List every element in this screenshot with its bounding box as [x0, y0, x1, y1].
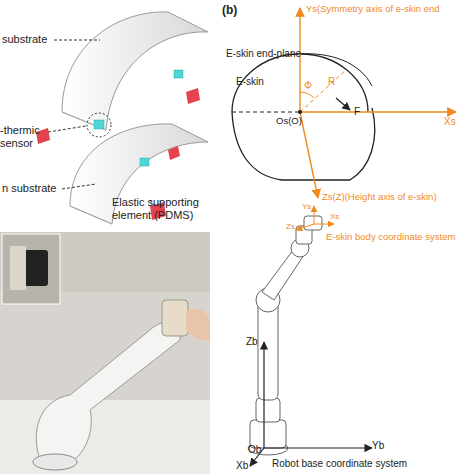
- axis-label: F: [354, 106, 360, 118]
- axis-label: Ys: [302, 202, 311, 211]
- part-label: -thermic sensor: [0, 124, 48, 149]
- robot-arm: [248, 216, 322, 455]
- exploded-eskin: [36, 12, 208, 224]
- axis-label: Φ: [304, 80, 312, 92]
- axis-label: (b): [222, 4, 237, 18]
- axis-label: E-skin body coordinate system: [326, 232, 455, 243]
- axis-label: Robot base coordinate system: [272, 458, 407, 470]
- end-frame: [296, 206, 334, 230]
- base-frame: [250, 342, 372, 466]
- axis-label: Ys(Symmetry axis of e-skin end: [306, 4, 440, 15]
- axis-label: E-skin: [236, 76, 264, 88]
- eskin-frame: [232, 8, 456, 198]
- part-label: Elastic supporting element (PDMS): [112, 196, 210, 221]
- axis-label: Zs(Z)(Height axis of e-skin): [322, 192, 437, 203]
- axis-label: Zb: [246, 336, 258, 348]
- robot-photo: [0, 232, 210, 474]
- axis-label: E-skin end-plane: [226, 48, 301, 60]
- axis-label: Xs: [444, 116, 456, 128]
- axis-label: Ob: [248, 444, 261, 456]
- axis-label: Os(O): [276, 116, 302, 127]
- axis-label: Xs: [330, 212, 339, 221]
- axis-label: Yb: [372, 440, 384, 452]
- part-label: substrate: [2, 33, 47, 46]
- axis-label: Zs: [286, 222, 295, 231]
- axis-label: Xb: [236, 460, 248, 472]
- part-label: n substrate: [2, 182, 56, 195]
- axis-label: R: [328, 76, 335, 88]
